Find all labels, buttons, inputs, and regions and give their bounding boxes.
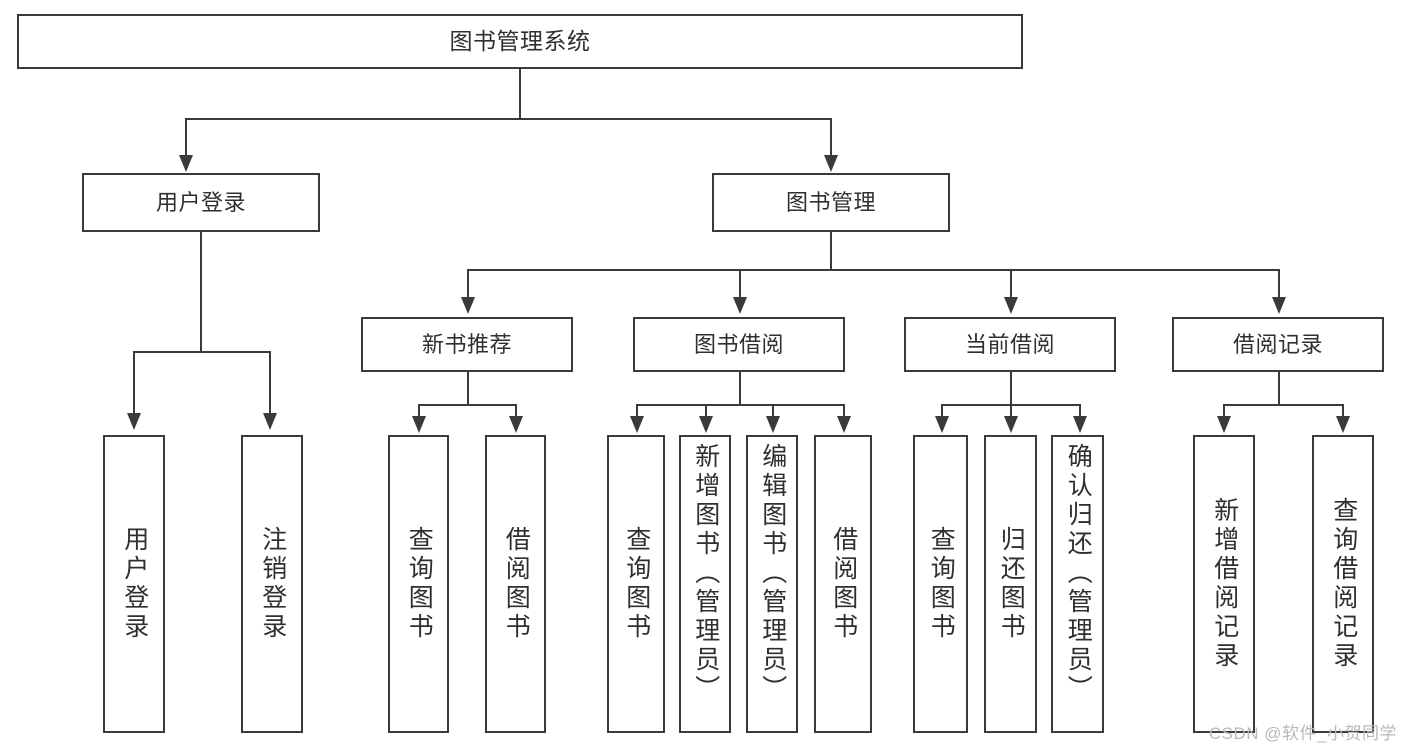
connector-drop-user-login [185,118,187,157]
connector-level2-bus [467,269,1279,271]
connector-drop-leaf-query-book-2 [636,404,638,418]
connector-drop-leaf-add-record [1223,404,1225,418]
leaf-query-book-1[interactable]: 查询图书 [388,435,449,733]
leaf-confirm-return-label: 确认归还（管理员） [1064,443,1093,704]
connector-drop-leaf-borrow-book-1 [515,404,517,418]
node-book-borrow[interactable]: 图书借阅 [633,317,845,372]
leaf-query-book-2[interactable]: 查询图书 [607,435,665,733]
connector-borrow-record-stem [1278,372,1280,405]
leaf-edit-book[interactable]: 编辑图书（管理员） [746,435,798,733]
connector-drop-leaf-edit-book [772,404,774,418]
arrow-new-book-recommend [461,297,475,314]
leaf-user-login[interactable]: 用户登录 [103,435,165,733]
arrow-leaf-query-book-2 [630,416,644,433]
connector-level1-bus [185,118,832,120]
arrow-leaf-query-record [1336,416,1350,433]
arrow-leaf-query-book-3 [935,416,949,433]
leaf-borrow-book-1-label: 借阅图书 [502,526,531,642]
connector-drop-leaf-return-book [1010,404,1012,418]
node-user-login[interactable]: 用户登录 [82,173,320,232]
connector-drop-leaf-confirm-return [1079,404,1081,418]
connector-drop-current-borrow [1010,269,1012,299]
connector-root-stem [519,69,521,119]
node-borrow-record[interactable]: 借阅记录 [1172,317,1384,372]
connector-book-borrow-stem [739,372,741,405]
node-current-borrow[interactable]: 当前借阅 [904,317,1116,372]
arrow-leaf-user-login [127,413,141,430]
arrow-leaf-edit-book [766,416,780,433]
leaf-user-logout[interactable]: 注销登录 [241,435,303,733]
arrow-book-borrow [733,297,747,314]
leaf-add-book-label: 新增图书（管理员） [691,443,720,704]
arrow-current-borrow [1004,297,1018,314]
leaf-return-book[interactable]: 归还图书 [984,435,1037,733]
leaf-query-record-label: 查询借阅记录 [1329,497,1358,671]
connector-drop-leaf-borrow-book-2 [843,404,845,418]
leaf-edit-book-label: 编辑图书（管理员） [758,443,787,704]
leaf-borrow-book-1[interactable]: 借阅图书 [485,435,546,733]
connector-user-login-bus [133,351,269,353]
node-root[interactable]: 图书管理系统 [17,14,1023,69]
arrow-leaf-borrow-book-2 [837,416,851,433]
leaf-query-book-1-label: 查询图书 [405,526,434,642]
connector-drop-new-book-recommend [467,269,469,299]
connector-borrow-record-bus [1223,404,1343,406]
arrow-leaf-borrow-book-1 [509,416,523,433]
connector-drop-book-borrow [739,269,741,299]
leaf-add-record-label: 新增借阅记录 [1210,497,1239,671]
connector-drop-leaf-query-book-1 [418,404,420,418]
leaf-add-record[interactable]: 新增借阅记录 [1193,435,1255,733]
connector-new-book-recommend-stem [467,372,469,405]
arrow-borrow-record [1272,297,1286,314]
connector-current-borrow-stem [1010,372,1012,405]
leaf-query-book-3[interactable]: 查询图书 [913,435,968,733]
arrow-leaf-add-record [1217,416,1231,433]
connector-user-login-stem [200,232,202,352]
connector-new-book-recommend-bus [418,404,516,406]
leaf-query-record[interactable]: 查询借阅记录 [1312,435,1374,733]
leaf-user-login-label: 用户登录 [120,526,149,642]
node-book-management[interactable]: 图书管理 [712,173,950,232]
node-book-management-label: 图书管理 [785,189,876,215]
node-new-book-recommend-label: 新书推荐 [421,331,512,357]
connector-drop-leaf-add-book [705,404,707,418]
node-new-book-recommend[interactable]: 新书推荐 [361,317,573,372]
arrow-leaf-return-book [1004,416,1018,433]
node-current-borrow-label: 当前借阅 [964,331,1055,357]
node-user-login-label: 用户登录 [155,189,246,215]
arrow-book-management [824,155,838,172]
node-borrow-record-label: 借阅记录 [1232,331,1323,357]
arrow-leaf-user-logout [263,413,277,430]
leaf-borrow-book-2[interactable]: 借阅图书 [814,435,872,733]
arrow-leaf-confirm-return [1073,416,1087,433]
connector-drop-leaf-query-record [1342,404,1344,418]
connector-book-management-stem [830,232,832,271]
leaf-query-book-3-label: 查询图书 [927,526,956,642]
connector-drop-borrow-record [1278,269,1280,299]
connector-drop-leaf-user-login [133,351,135,415]
arrow-user-login [179,155,193,172]
connector-drop-leaf-query-book-3 [941,404,943,418]
arrow-leaf-query-book-1 [412,416,426,433]
leaf-borrow-book-2-label: 借阅图书 [829,526,858,642]
leaf-user-logout-label: 注销登录 [258,526,287,642]
leaf-query-book-2-label: 查询图书 [622,526,651,642]
leaf-return-book-label: 归还图书 [997,526,1026,642]
connector-drop-leaf-user-logout [269,351,271,415]
connector-book-borrow-bus [636,404,843,406]
node-root-label: 图书管理系统 [449,27,591,54]
leaf-confirm-return[interactable]: 确认归还（管理员） [1051,435,1104,733]
leaf-add-book[interactable]: 新增图书（管理员） [679,435,731,733]
connector-drop-book-management [830,118,832,157]
node-book-borrow-label: 图书借阅 [693,331,784,357]
arrow-leaf-add-book [699,416,713,433]
